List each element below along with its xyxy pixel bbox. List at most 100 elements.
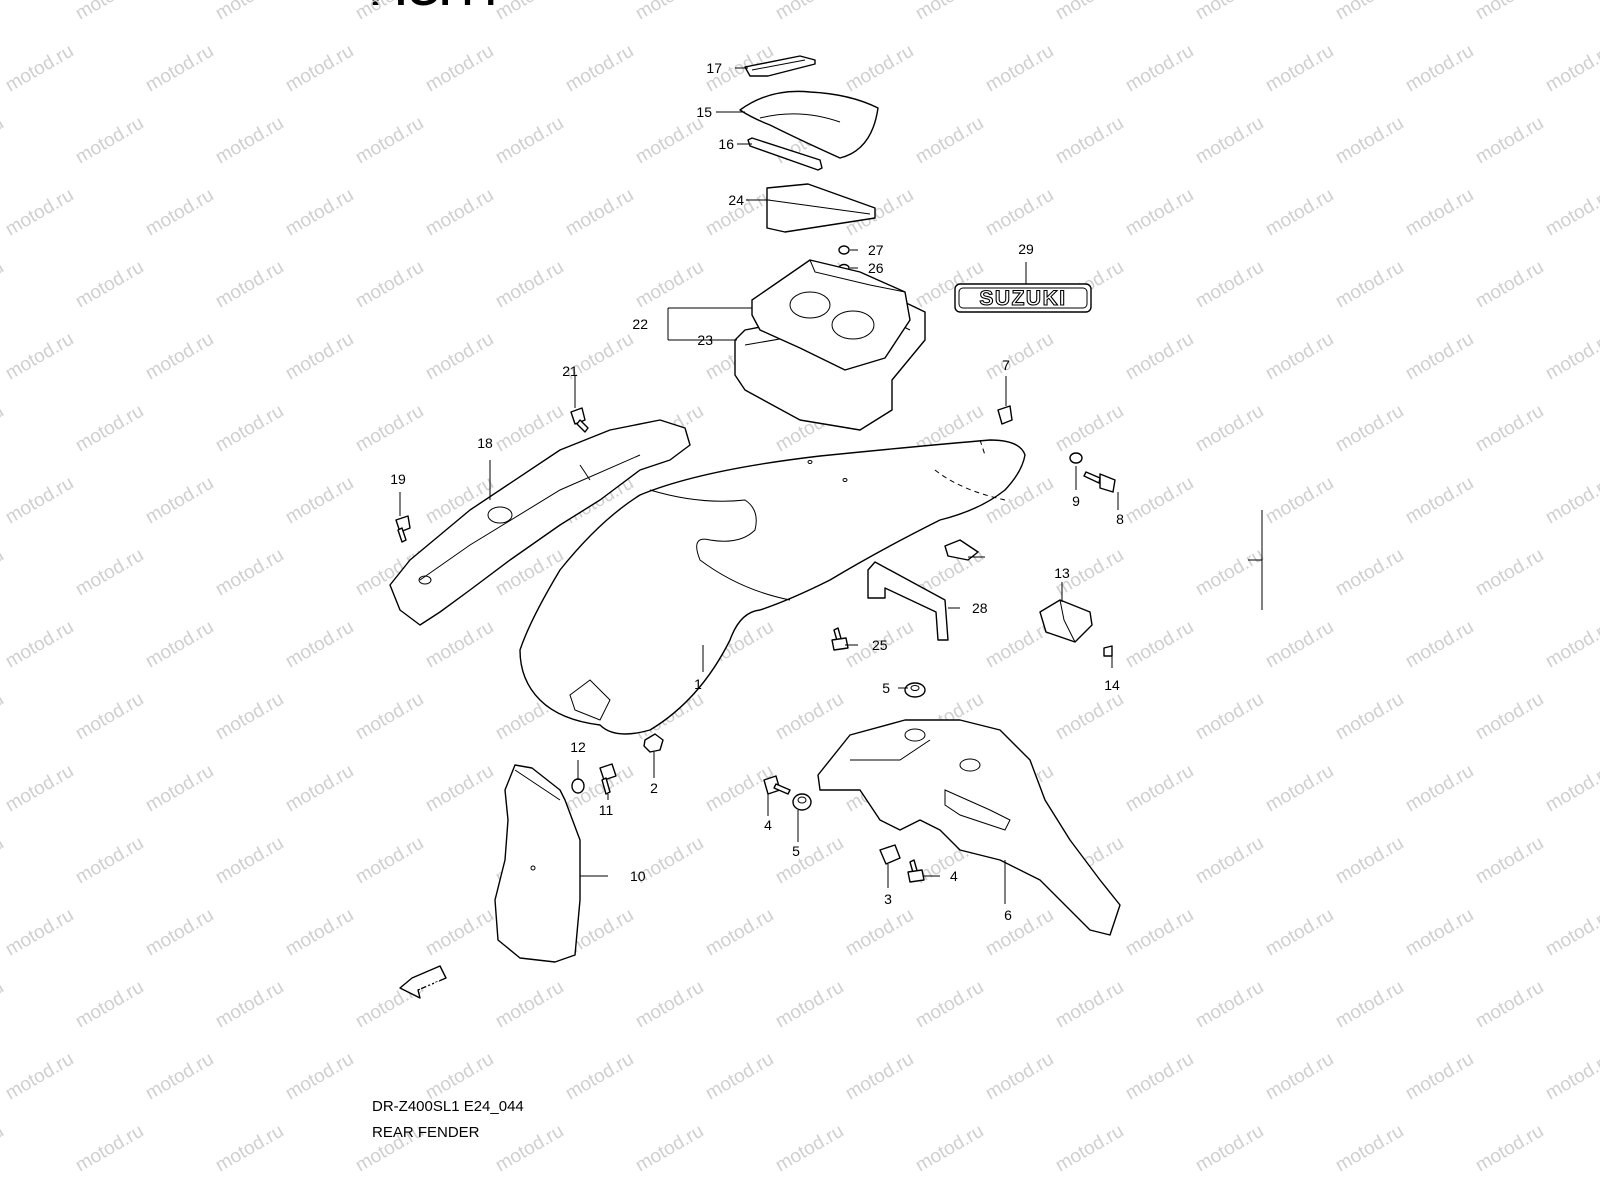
- watermark-text: motod.ru: [1192, 257, 1267, 313]
- watermark-text: motod.ru: [1472, 1121, 1547, 1177]
- part-29-emblem[interactable]: SUZUKI: [954, 283, 1092, 313]
- watermark-text: motod.ru: [1052, 1121, 1127, 1177]
- watermark-text: motod.ru: [1402, 329, 1477, 385]
- part-24-bolt[interactable]: [831, 627, 849, 651]
- watermark-text: motod.ru: [1192, 113, 1267, 169]
- callout-10: 10: [630, 868, 646, 884]
- watermark-text: motod.ru: [1332, 545, 1407, 601]
- watermark-text: motod.ru: [72, 833, 147, 889]
- watermark-text: motod.ru: [772, 977, 847, 1033]
- part-11-bolt[interactable]: [599, 763, 617, 795]
- part-03-clip[interactable]: [879, 844, 901, 865]
- callout-13: 13: [1054, 565, 1070, 581]
- callout-16: 16: [718, 136, 734, 152]
- watermark-text: motod.ru: [842, 905, 917, 961]
- watermark-text: motod.ru: [352, 113, 427, 169]
- callout-17: 17: [706, 60, 722, 76]
- watermark-text: motod.ru: [352, 833, 427, 889]
- watermark-text: motod.ru: [212, 833, 287, 889]
- watermark-text: motod.ru: [982, 329, 1057, 385]
- watermark-text: motod.ru: [492, 977, 567, 1033]
- callout-27: 28: [972, 600, 988, 616]
- watermark-text: motod.ru: [0, 545, 7, 601]
- watermark-text: motod.ru: [1332, 401, 1407, 457]
- part-12-washer[interactable]: [571, 778, 585, 794]
- part-15-cover[interactable]: [739, 90, 879, 159]
- callout-12: 12: [570, 739, 586, 755]
- watermark-text: motod.ru: [1402, 617, 1477, 673]
- part-27-handle[interactable]: [867, 561, 949, 641]
- watermark-text: motod.ru: [1052, 113, 1127, 169]
- part-08-bolt[interactable]: [1083, 471, 1116, 493]
- watermark-text: motod.ru: [422, 617, 497, 673]
- part-10-mud-flap[interactable]: [494, 764, 581, 963]
- watermark-text: motod.ru: [1332, 257, 1407, 313]
- watermark-text: motod.ru: [2, 473, 77, 529]
- watermark-text: motod.ru: [1402, 761, 1477, 817]
- callout-19: 19: [390, 471, 406, 487]
- watermark-text: motod.ru: [492, 0, 567, 24]
- part-05-washer-top[interactable]: [904, 682, 926, 698]
- watermark-text: motod.ru: [1542, 185, 1600, 241]
- watermark-text: motod.ru: [2, 1049, 77, 1105]
- part-19-bolt[interactable]: [395, 515, 411, 543]
- watermark-text: motod.ru: [282, 473, 357, 529]
- part-09-washer[interactable]: [1069, 452, 1083, 464]
- part-14-screw[interactable]: [1103, 645, 1113, 657]
- watermark-text: motod.ru: [422, 1049, 497, 1105]
- watermark-text: motod.ru: [1122, 185, 1197, 241]
- part-13-socket[interactable]: [1039, 599, 1093, 643]
- part-05-washer-left[interactable]: [792, 793, 812, 811]
- watermark-text: motod.ru: [982, 185, 1057, 241]
- watermark-text: motod.ru: [1192, 977, 1267, 1033]
- part-06-bracket[interactable]: [817, 719, 1121, 936]
- leader-lines: [399, 67, 1119, 904]
- watermark-text: motod.ru: [2, 617, 77, 673]
- watermark-text: motod.ru: [1472, 0, 1547, 24]
- watermark-text: motod.ru: [282, 1049, 357, 1105]
- watermark-text: motod.ru: [352, 0, 427, 24]
- watermark-text: motod.ru: [422, 329, 497, 385]
- part-23-pad[interactable]: [766, 183, 876, 233]
- watermark-text: motod.ru: [72, 689, 147, 745]
- watermark-text: motod.ru: [1192, 0, 1267, 24]
- watermark-text: motod.ru: [1402, 185, 1477, 241]
- part-07-clip-nut[interactable]: [997, 405, 1013, 425]
- watermark-text: motod.ru: [912, 113, 987, 169]
- watermark-text: motod.ru: [912, 0, 987, 24]
- part-26-nut[interactable]: [838, 245, 850, 255]
- callout-06: 6: [1004, 907, 1012, 923]
- watermark-text: motod.ru: [282, 617, 357, 673]
- watermark-text: motod.ru: [0, 0, 7, 24]
- watermark-text: motod.ru: [1122, 761, 1197, 817]
- watermark-text: motod.ru: [142, 185, 217, 241]
- watermark-text: motod.ru: [1472, 113, 1547, 169]
- watermark-text: motod.ru: [1192, 833, 1267, 889]
- part-18-side-rail[interactable]: [389, 419, 691, 626]
- watermark-text: motod.ru: [212, 257, 287, 313]
- watermark-text: motod.ru: [282, 905, 357, 961]
- part-04-bolt-right[interactable]: [907, 859, 925, 883]
- part-20-bolt[interactable]: [570, 407, 589, 433]
- watermark-text: motod.ru: [72, 545, 147, 601]
- watermark-text: motod.ru: [1542, 1049, 1600, 1105]
- watermark-text: motod.ru: [352, 401, 427, 457]
- watermark-text: motod.ru: [632, 0, 707, 24]
- part-16-bar[interactable]: [747, 137, 823, 171]
- watermark-text: motod.ru: [1332, 1121, 1407, 1177]
- watermark-text: motod.ru: [1472, 833, 1547, 889]
- watermark-text: motod.ru: [0, 401, 7, 457]
- watermark-text: motod.ru: [1122, 905, 1197, 961]
- part-04-bolt-left[interactable]: [763, 775, 791, 795]
- part-21-tool-case[interactable]: [751, 259, 911, 371]
- watermark-text: motod.ru: [1472, 257, 1547, 313]
- watermark-text: motod.ru: [702, 905, 777, 961]
- part-02-nut[interactable]: [643, 733, 664, 753]
- part-01-rear-fender[interactable]: [519, 439, 1026, 735]
- callout-20: 21: [562, 363, 578, 379]
- part-17-strap[interactable]: [744, 55, 816, 77]
- part-28-pad[interactable]: [944, 539, 979, 561]
- watermark-text: motod.ru: [1262, 905, 1337, 961]
- watermark-text: motod.ru: [492, 257, 567, 313]
